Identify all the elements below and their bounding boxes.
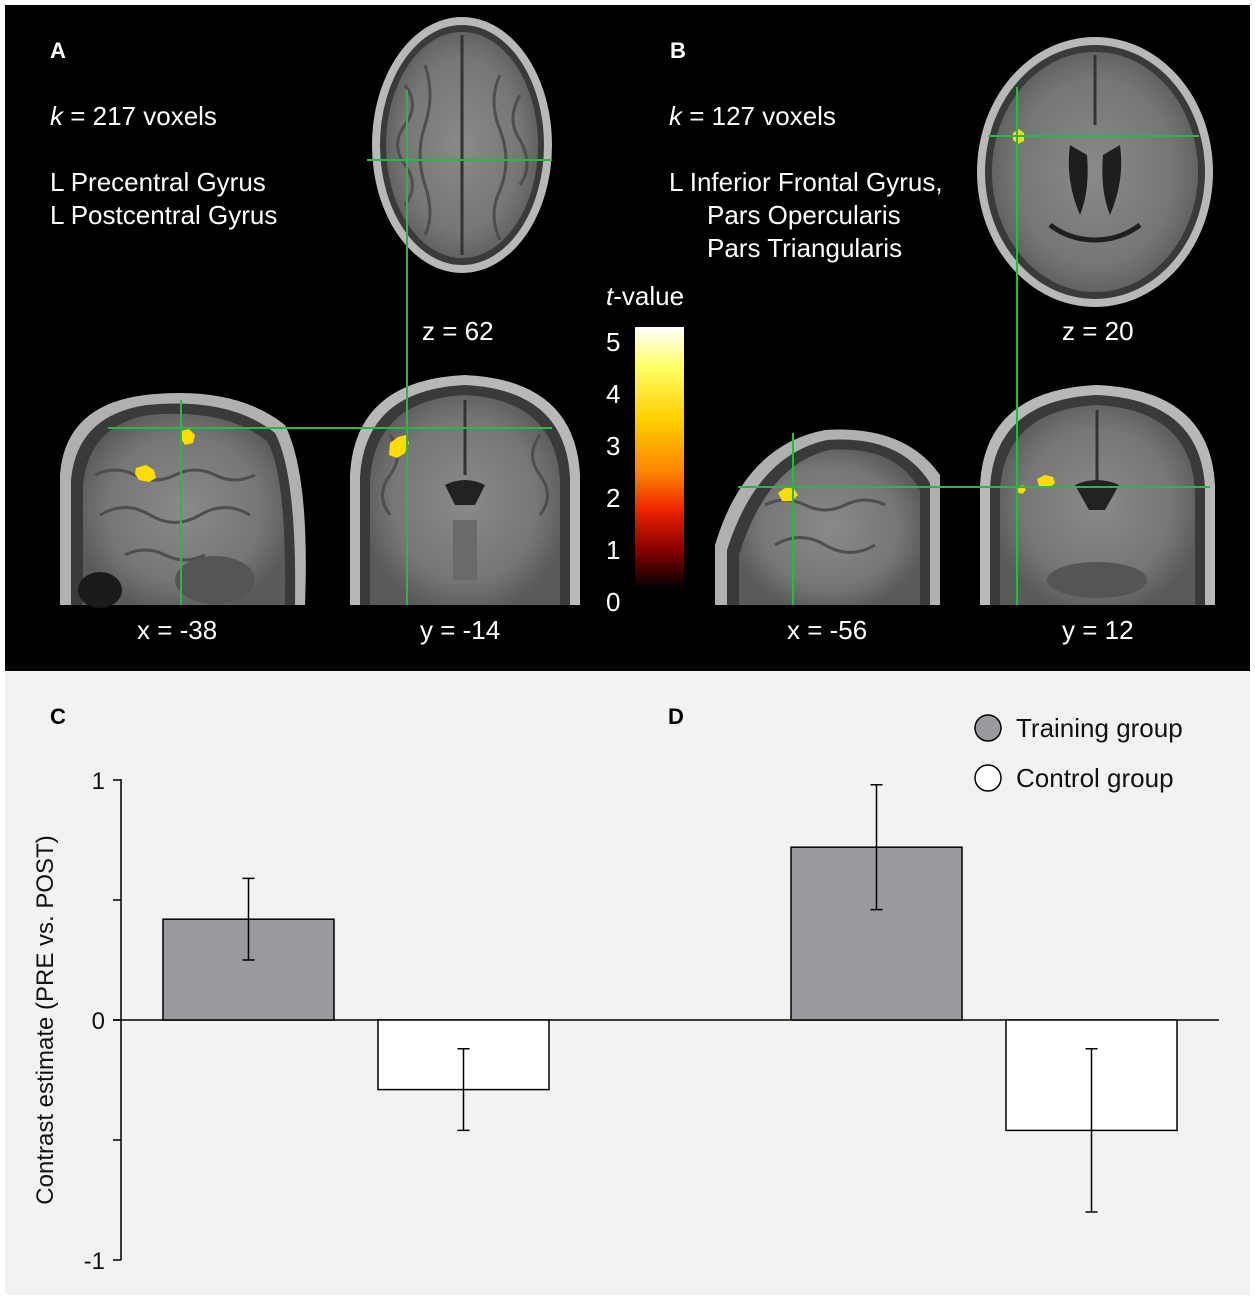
y-ticks [113,779,121,1261]
colorbar-tick-1: 1 [606,535,621,565]
panel-label-c: C [50,704,66,729]
slice-label-axial-b: z = 20 [1062,316,1134,346]
chart-panel: C D Contrast estimate (PRE vs. POST) 1 0… [5,671,1250,1295]
panel-label-b: B [670,38,686,63]
error-bar-d-training [870,784,883,911]
slice-label-axial-a: z = 62 [422,316,494,346]
bar-chart: C D Contrast estimate (PRE vs. POST) 1 0… [32,704,1219,1275]
brain-panel: A k = 217 voxels L Precentral Gyrus L Po… [5,5,1250,671]
legend-label-control: Control group [1016,763,1174,793]
axial-slice-b [977,37,1213,307]
colorbar-title: t-value [606,283,684,309]
voxel-count-a: k = 217 voxels [50,103,217,129]
brain-images [60,17,1215,608]
legend-label-training: Training group [1016,713,1183,743]
error-bar-d-control [1085,1048,1098,1213]
colorbar-tick-3: 3 [606,431,621,461]
colorbar-gradient [635,327,684,589]
legend-swatch-training [974,714,1002,742]
colorbar-title-rest: -value [613,281,685,311]
y-tick-label-neg1: -1 [84,1248,105,1275]
legend-swatch-control [974,764,1002,792]
error-bar-c-control [457,1048,470,1132]
k-symbol-a: k [50,101,63,131]
slice-label-coronal-b: y = 12 [1062,615,1134,645]
error-bar-c-training [242,877,255,961]
slice-label-sagittal-a: x = -38 [137,615,218,645]
colorbar-tick-2: 2 [606,483,621,513]
activation-clusters [135,129,1055,501]
colorbar-tick-0: 0 [606,587,621,617]
coronal-slice-b [980,385,1215,605]
k-symbol-b: k [669,101,682,131]
slice-label-sagittal-b: x = -56 [787,615,868,645]
slice-label-coronal-a: y = -14 [420,615,501,645]
sagittal-slice-a [60,393,306,608]
region-a-1: L Precentral Gyrus [50,167,266,197]
colorbar-tick-5: 5 [606,327,621,357]
colorbar-tick-4: 4 [606,379,621,409]
panel-label-a: A [50,38,66,63]
y-tick-label-0: 0 [92,1008,105,1035]
sagittal-slice-b [715,429,940,605]
crosshairs [108,87,1210,605]
region-b-1: L Inferior Frontal Gyrus, [669,167,943,197]
region-a-2: L Postcentral Gyrus [50,200,278,230]
voxel-count-b: k = 127 voxels [669,103,836,129]
voxel-count-a-text: = 217 voxels [63,101,217,131]
voxel-count-b-text: = 127 voxels [682,101,836,131]
coronal-slice-a [350,375,580,605]
y-axis-label: Contrast estimate (PRE vs. POST) [32,835,59,1204]
region-b-2: Pars Opercularis [707,200,901,230]
region-b-3: Pars Triangularis [707,233,903,263]
panel-label-d: D [668,704,684,729]
axial-slice-a [372,17,552,273]
y-tick-label-1: 1 [92,768,105,795]
bars [162,784,1178,1213]
colorbar-title-t: t [606,281,614,311]
